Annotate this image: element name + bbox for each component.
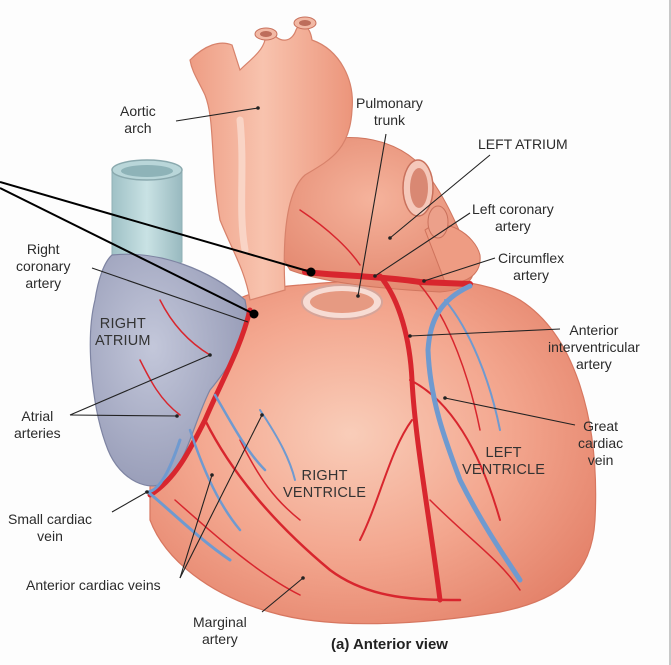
label-great-cardiac-vein: Great cardiac vein [578,418,624,468]
leader-left-atrium [389,154,491,239]
label-anterior-interventricular-artery: Anterior interventricular artery [548,322,640,372]
leader-lines [69,107,576,613]
pulmonary-trunk [301,284,383,320]
label-left-coronary-artery: Left coronary artery [472,201,554,234]
image-border [669,0,671,665]
pointer-left-coronary-origin [0,181,312,273]
label-pulmonary-trunk: Pulmonary trunk [356,95,423,128]
leader-atrial-arteries-upper [69,354,211,416]
label-left-atrium: LEFT ATRIUM [478,136,568,152]
coronary-arteries [139,209,521,603]
label-left-ventricle: LEFT VENTRICLE [462,445,546,478]
leader-great-cardiac-vein [444,397,576,426]
leader-anterior-interventricular-artery [409,328,561,337]
leader-small-cardiac-vein [111,491,148,513]
pointer-dot-right-coronary [249,309,259,319]
label-small-cardiac-vein: Small cardiac vein [8,511,93,544]
pointer-dots [249,267,316,319]
heart-ventricles [149,277,597,625]
leader-circumflex-artery [423,257,496,282]
label-marginal-artery: Marginal artery [193,614,247,647]
label-anterior-cardiac-veins: Anterior cardiac veins [26,577,161,593]
leader-anterior-cardiac-vein-1 [179,474,213,579]
leader-aortic-arch [175,107,259,122]
leader-anterior-cardiac-vein-2 [179,414,263,579]
label-right-coronary-artery: Right coronary artery [16,241,71,291]
pointer-right-coronary-origin [0,187,255,315]
aorta [189,16,353,301]
leader-right-coronary-artery [91,267,249,323]
leader-marginal-artery [261,577,304,613]
pointer-lines [0,181,312,315]
label-aortic-arch: Aortic arch [120,103,156,136]
figure-caption: (a) Anterior view [331,636,448,653]
pointer-dot-left-coronary [306,267,316,277]
label-right-atrium: RIGHT ATRIUM [95,316,151,349]
leader-atrial-arteries-lower [69,414,178,417]
label-right-ventricle: RIGHT VENTRICLE [283,468,367,501]
label-circumflex-artery: Circumflex artery [498,250,565,283]
superior-vena-cava [111,159,183,272]
label-atrial-arteries: Atrial arteries [14,408,61,441]
leader-left-coronary-artery [374,212,471,277]
leader-pulmonary-trunk [357,133,387,297]
